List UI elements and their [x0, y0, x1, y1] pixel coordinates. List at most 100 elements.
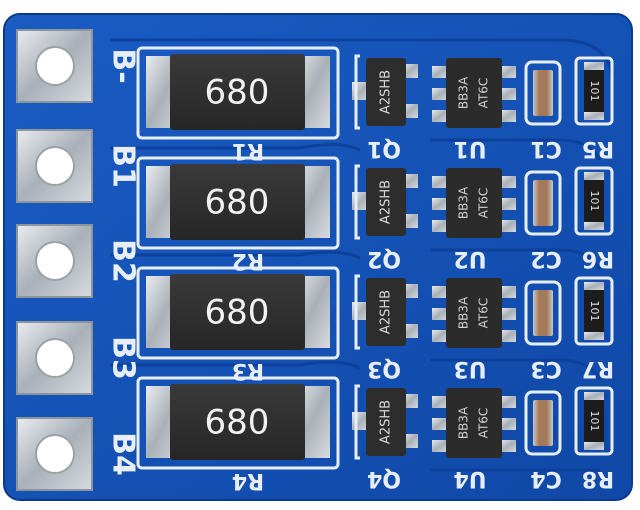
resistor-value: 680	[205, 293, 270, 333]
ic-ref: U1	[453, 136, 486, 161]
ic-pin	[432, 330, 448, 342]
capacitor-outline	[524, 60, 562, 126]
ic-pin	[500, 308, 516, 320]
resistor-body	[170, 164, 305, 240]
small-resistor-value: 101	[588, 301, 601, 322]
ic-pin	[500, 330, 516, 342]
ic-marking-line2: AT6C	[477, 78, 491, 109]
ic-pin	[432, 308, 448, 320]
capacitor-body	[533, 180, 553, 226]
small-resistor-outline	[574, 386, 614, 456]
small-resistor-ref: R8	[582, 466, 614, 491]
small-resistor-ref: R7	[582, 356, 614, 381]
pad-hole	[35, 46, 75, 86]
capacitor-outline	[524, 280, 562, 346]
small-resistor-outline	[574, 276, 614, 346]
ic-ref: U3	[453, 356, 486, 381]
small-resistor-ref: R6	[582, 246, 614, 271]
ic-marking-line2: AT6C	[477, 188, 491, 219]
ic-pin	[500, 88, 516, 100]
ic-pin	[432, 396, 448, 408]
ic-pin	[432, 286, 448, 298]
mosfet-ref: Q3	[367, 356, 401, 381]
pad-hole	[35, 434, 75, 474]
terminal-pad: B3	[16, 321, 141, 395]
mosfet-marking: A2SHB	[379, 290, 394, 334]
capacitor-outline	[524, 390, 562, 456]
small-resistor-body	[584, 284, 604, 338]
ic-pin	[432, 176, 448, 188]
pad-label: B2	[106, 239, 141, 283]
ic-pin	[500, 220, 516, 232]
terminal-pad: B1	[16, 129, 141, 203]
small-resistor-outline	[574, 56, 614, 126]
small-resistor-body	[584, 64, 604, 118]
mosfet-body	[366, 58, 406, 126]
ic-pin	[500, 176, 516, 188]
mosfet-marking: A2SHB	[379, 180, 394, 224]
ic-pin	[500, 66, 516, 78]
capacitor-ref: C1	[530, 136, 561, 161]
ic-marking-line1: BB3A	[457, 186, 471, 219]
ic-body	[446, 58, 502, 128]
small-resistor-ref: R5	[582, 136, 614, 161]
ic-pin	[500, 418, 516, 430]
ic-body	[446, 388, 502, 458]
ic-pin	[432, 220, 448, 232]
small-resistor-body	[584, 394, 604, 448]
mosfet-body	[366, 278, 406, 346]
resistor-body	[170, 54, 305, 130]
mosfet-marking: A2SHB	[379, 70, 394, 114]
resistor-value: 680	[205, 183, 270, 223]
ic-pin	[432, 440, 448, 452]
resistor-outline	[136, 156, 340, 250]
pad-label: B3	[106, 336, 141, 380]
ic-pin	[500, 440, 516, 452]
ic-ref: U4	[453, 466, 486, 491]
capacitor-body	[533, 400, 553, 446]
small-resistor-value: 101	[588, 191, 601, 212]
mosfet-body	[366, 388, 406, 456]
pad-hole	[35, 338, 75, 378]
ic-marking-line1: BB3A	[457, 406, 471, 439]
ic-body	[446, 168, 502, 238]
ic-body	[446, 278, 502, 348]
mosfet-ref: Q2	[367, 246, 401, 271]
resistor-ref: R4	[232, 468, 264, 493]
ic-marking-line1: BB3A	[457, 296, 471, 329]
ic-pin	[500, 286, 516, 298]
capacitor-ref: C4	[530, 466, 561, 491]
resistor-value: 680	[205, 73, 270, 113]
ic-pin	[500, 198, 516, 210]
ic-pin	[500, 396, 516, 408]
mosfet-marking: A2SHB	[379, 400, 394, 444]
capacitor-ref: C3	[530, 356, 561, 381]
resistor-outline	[136, 266, 340, 360]
mosfet-ref: Q4	[367, 466, 401, 491]
terminal-pad: B-	[16, 29, 141, 103]
resistor-outline	[136, 46, 340, 140]
ic-pin	[432, 66, 448, 78]
resistor-body	[170, 384, 305, 460]
ic-pin	[432, 110, 448, 122]
ic-pin	[432, 198, 448, 210]
ic-pin	[500, 110, 516, 122]
ic-marking-line2: AT6C	[477, 408, 491, 439]
ic-marking-line2: AT6C	[477, 298, 491, 329]
ic-ref: U2	[453, 246, 486, 271]
ic-marking-line1: BB3A	[457, 76, 471, 109]
pad-hole	[35, 241, 75, 281]
resistor-value: 680	[205, 403, 270, 443]
small-resistor-value: 101	[588, 81, 601, 102]
capacitor-body	[533, 70, 553, 116]
capacitor-ref: C2	[530, 246, 561, 271]
ic-pin	[432, 418, 448, 430]
pad-hole	[35, 146, 75, 186]
terminal-pad: B4	[16, 417, 141, 491]
